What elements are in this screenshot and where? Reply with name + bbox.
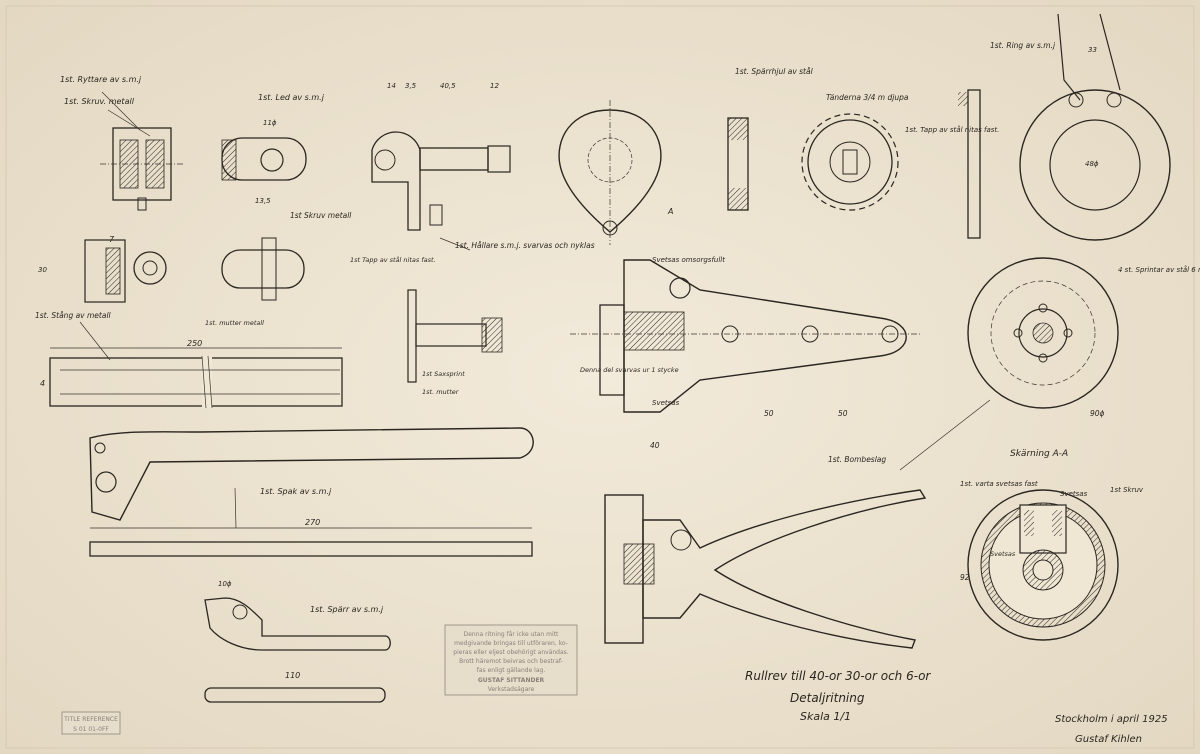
- label-skruv-metall-1: 1st. Skruv. metall: [64, 97, 135, 106]
- label-skruv-metall-2: 1st Skruv metall: [290, 211, 352, 220]
- section-mark-a: A: [667, 207, 673, 216]
- dim-48: 48ϕ: [1085, 160, 1099, 168]
- label-stang: 1st. Stång av metall: [35, 311, 112, 320]
- label-ring: 1st. Ring av s.m.j: [990, 41, 1056, 50]
- label-hallare: 1st. Hållare s.m.j. svarvas och nyklas: [455, 241, 595, 250]
- archive-label-title: TITLE REFERENCE: [63, 716, 118, 723]
- stamp-line-6: Verkstadsägare: [488, 686, 535, 693]
- label-svetsas: Svetsas omsorgsfullt: [652, 256, 725, 264]
- sheet-edge: [5, 5, 1195, 749]
- drawing-subtitle: Detaljritning: [790, 691, 865, 705]
- label-tappsprint: 1st Tapp av stål nitas fast.: [350, 255, 436, 264]
- section-a-a: Skärning A-A 1st. varta svetsas fast Sve…: [960, 449, 1144, 641]
- part-sparrhjul-gear: Tänderna 3/4 m djupa: [801, 93, 909, 211]
- label-tanderna: Tänderna 3/4 m djupa: [826, 93, 909, 102]
- label-mutter: 1st. mutter: [422, 388, 460, 396]
- drawing-title: Rullrev till 40-or 30-or och 6-or: [745, 669, 931, 683]
- label-bombeslag: 1st. Bombeslag: [828, 455, 886, 464]
- dim-40-5: 40,5: [440, 82, 456, 90]
- dim-110: 110: [285, 671, 300, 680]
- dim-12: 12: [490, 82, 499, 90]
- dim-11: 11ϕ: [263, 119, 277, 127]
- part-sparr: 1st. Spärr av s.m.j 110 10ϕ: [204, 580, 391, 703]
- dim-7: 7: [109, 235, 115, 244]
- part-skruv-mutter: 1st Skruv metall 1st. mutter metall 7 30: [38, 211, 352, 327]
- stamp-line-2: pieras eller eljest obehörigt användas.: [453, 649, 569, 656]
- part-led: 1st. Led av s.m.j 13,5 11ϕ: [221, 93, 325, 205]
- label-svetsas-4: Svetsas: [990, 550, 1016, 558]
- label-spak: 1st. Spak av s.m.j: [260, 487, 332, 496]
- stamp-line-4: fas enligt gällande lag.: [477, 667, 546, 674]
- dim-3-5: 3,5: [405, 82, 417, 90]
- part-ryttare: 1st. Ryttare av s.m.j 1st. Skruv. metall: [60, 75, 185, 211]
- drawing-scale: Skala 1/1: [800, 710, 851, 723]
- part-bombeslag-front: 4 st. Sprintar av stål 6 mm ϕ för låsnin…: [967, 257, 1200, 418]
- label-skruv-3: 1st Skruv: [1110, 486, 1144, 494]
- stamp-line-5: GUSTAF SITTANDER: [478, 677, 545, 684]
- archive-label: TITLE REFERENCE S 01 01-0FF: [61, 711, 121, 735]
- dim-90-a: 90ϕ: [1090, 409, 1105, 418]
- label-svetsas-2: Svetsas: [652, 399, 680, 407]
- dim-10: 10ϕ: [218, 580, 232, 588]
- stamp-line-0: Denna ritning får icke utan mitt: [464, 631, 559, 638]
- label-sparr: 1st. Spärr av s.m.j: [310, 605, 384, 614]
- part-sparrhjul-side: 1st. Spärrhjul av stål: [727, 67, 814, 211]
- label-mutter-metall: 1st. mutter metall: [205, 319, 264, 327]
- dim-13-5: 13,5: [255, 197, 271, 205]
- signature: Gustaf Kihlen: [1075, 734, 1142, 745]
- dim-50-a: 50: [764, 409, 774, 418]
- dim-14: 14: [387, 82, 396, 90]
- part-hallare: 14 3,5 40,5 12 1st. Hållare s.m.j. svarv…: [350, 82, 595, 264]
- place-date: Stockholm i april 1925: [1055, 714, 1168, 725]
- label-svetsas-3: Svetsas: [1060, 490, 1088, 498]
- label-sprint: 1st Saxsprint: [422, 370, 465, 378]
- label-tapp-stal: 1st. Tapp av stål nitas fast.: [905, 125, 999, 134]
- part-saxsprint: 1st Saxsprint 1st. mutter: [407, 289, 503, 396]
- part-stang: 250 4 1st. Stång av metall: [35, 311, 343, 409]
- part-ring: 1st. Ring av s.m.j 1st. Tapp av stål nit…: [905, 13, 1171, 241]
- part-spak: 270 1st. Spak av s.m.j: [89, 427, 534, 557]
- title-block: Rullrev till 40-or 30-or och 6-or Detalj…: [745, 669, 1168, 745]
- label-varta: 1st. varta svetsas fast: [960, 480, 1038, 488]
- dim-92: 92: [960, 573, 970, 582]
- part-pear-plate: [558, 100, 662, 245]
- label-sprintar: 4 st. Sprintar av stål 6 mm ϕ för låsnin…: [1118, 265, 1200, 274]
- dim-250: 250: [187, 339, 202, 348]
- label-skarning: Skärning A-A: [1010, 449, 1068, 459]
- stamp-line-1: medgivande bringas till utföraren, ko-: [454, 640, 568, 647]
- part-bottom-assembly: 92 1st. Bombeslag: [604, 399, 991, 649]
- dim-4: 4: [40, 379, 45, 388]
- copyright-stamp: Denna ritning får icke utan mitt medgiva…: [444, 624, 578, 696]
- stamp-line-3: Brott häremot beivras och bestraf-: [459, 658, 563, 665]
- dim-33: 33: [1088, 46, 1097, 54]
- label-sparrhjul: 1st. Spärrhjul av stål: [735, 67, 814, 76]
- label-ryttare: 1st. Ryttare av s.m.j: [60, 75, 142, 84]
- label-denna-del: Denna del svarvas ur 1 stycke: [580, 366, 679, 374]
- dim-30: 30: [38, 266, 47, 274]
- dim-50-b: 50: [838, 409, 848, 418]
- dim-40: 40: [650, 441, 660, 450]
- part-main-body: Svetsas omsorgsfullt Denna del svarvas u…: [570, 207, 920, 450]
- dim-270: 270: [305, 518, 320, 527]
- archive-label-code: S 01 01-0FF: [73, 726, 109, 733]
- label-led: 1st. Led av s.m.j: [258, 93, 325, 102]
